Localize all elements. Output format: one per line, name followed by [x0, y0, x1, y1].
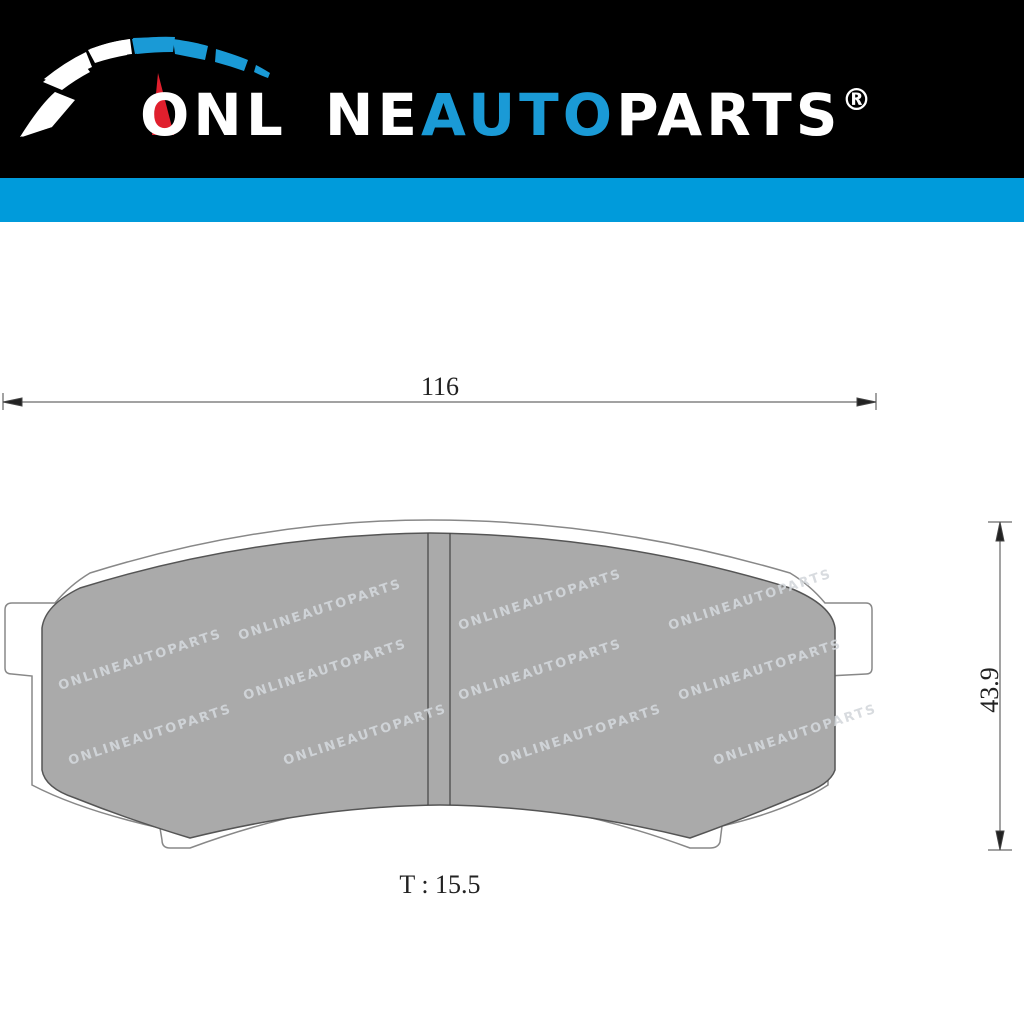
- pad-slot: [427, 533, 451, 805]
- logo-arc-icon: [20, 37, 270, 137]
- friction-material: [41, 532, 836, 839]
- logo-needle-icon: [152, 73, 174, 135]
- logo-text-auto: AUTO: [420, 81, 617, 149]
- brand-band: [0, 178, 1024, 222]
- brand-header: [0, 0, 1024, 178]
- logo-text-onl: ONL: [140, 81, 287, 149]
- logo-text-parts: PARTS: [616, 81, 842, 149]
- height-dimension: [988, 521, 1012, 851]
- registered-mark: ®: [841, 83, 872, 118]
- width-dimension: [2, 393, 877, 410]
- height-label: 43.9: [975, 667, 1004, 713]
- width-label: 116: [421, 372, 459, 401]
- logo-text-ne: NE: [324, 81, 421, 149]
- thickness-label: T : 15.5: [399, 870, 480, 899]
